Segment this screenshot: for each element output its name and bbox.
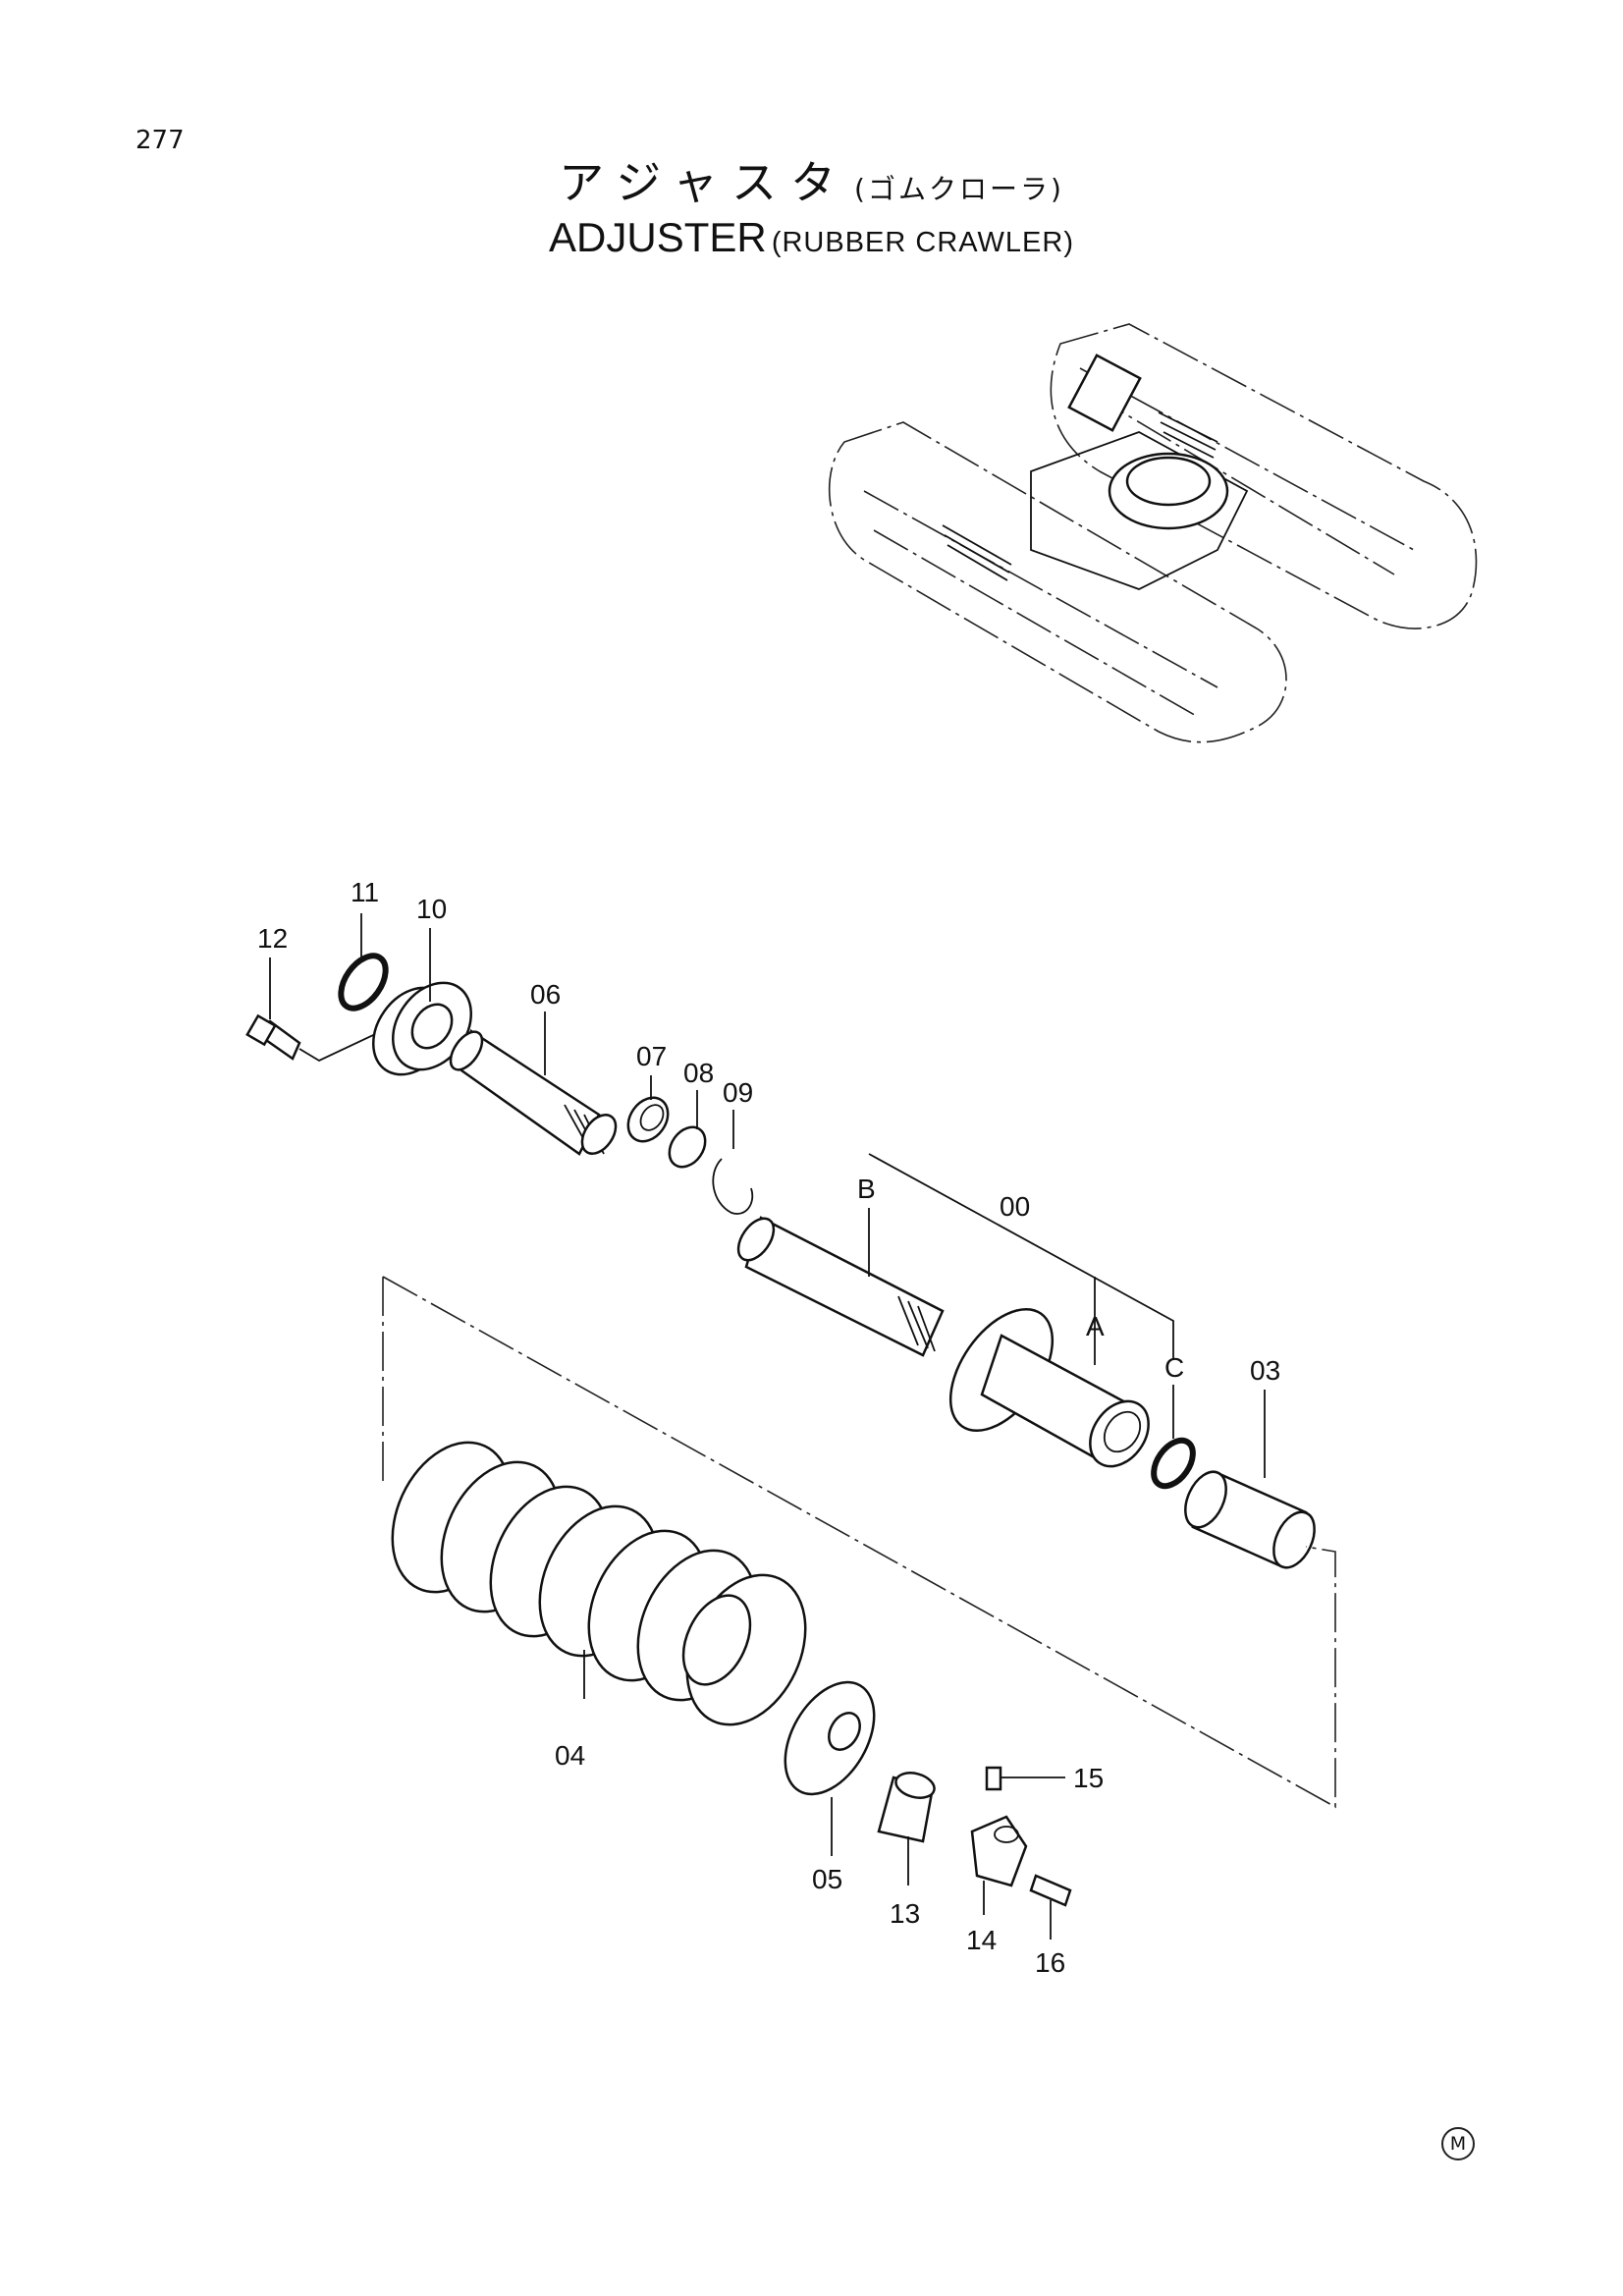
manufacturer-mark: M [1441, 2127, 1475, 2160]
callout-08: 08 [683, 1058, 714, 1088]
title-english-main: ADJUSTER [549, 214, 767, 260]
part-08-ring [668, 1125, 707, 1169]
part-14-nut [970, 1815, 1028, 1887]
title-japanese-main: アジャスタ [559, 156, 849, 209]
callout-14: 14 [966, 1925, 997, 1955]
callout-04: 04 [555, 1740, 585, 1771]
part-09-snap-ring [712, 1158, 754, 1215]
part-c-o-ring [1151, 1437, 1196, 1490]
part-12-bolt [245, 1013, 404, 1063]
title-english-sub: (RUBBER CRAWLER) [771, 227, 1074, 258]
title-japanese-sub: (ゴムクローラ) [854, 173, 1064, 205]
callout-11: 11 [351, 877, 379, 907]
title-english: ADJUSTER (RUBBER CRAWLER) [0, 214, 1623, 261]
title-japanese: アジャスタ (ゴムクローラ) [0, 147, 1623, 212]
callout-bracket-00 [868, 1153, 1174, 1360]
part-10-flange [372, 981, 472, 1076]
overview-spring-front [942, 524, 1012, 581]
callout-09: 09 [723, 1077, 753, 1108]
part-15-valve [985, 1766, 1002, 1791]
part-06-rod [449, 1028, 618, 1156]
overview-spring-rear [1158, 411, 1218, 459]
part-05-spring-guide [784, 1680, 876, 1796]
part-00-cylinder-assembly [736, 1216, 1150, 1468]
part-04-spring [391, 1441, 807, 1726]
part-13-collar [877, 1772, 936, 1843]
assembly-chain-line [382, 1276, 1336, 1809]
undercarriage-overview [828, 323, 1478, 743]
callout-10: 10 [416, 894, 447, 924]
callout-07: 07 [636, 1041, 667, 1071]
callout-b: B [857, 1174, 876, 1204]
part-07-collar [626, 1096, 670, 1143]
callout-16: 16 [1035, 1947, 1065, 1978]
callout-c: C [1164, 1352, 1184, 1383]
callout-a: A [1086, 1311, 1105, 1341]
callout-05: 05 [812, 1864, 842, 1894]
part-16-grease-nipple [1029, 1874, 1072, 1907]
callout-15: 15 [1073, 1763, 1104, 1793]
page-number: 277 [135, 126, 185, 155]
callout-03: 03 [1250, 1355, 1280, 1386]
leader-lines [269, 913, 1266, 1940]
callout-06: 06 [530, 979, 561, 1010]
part-03-bushing [1184, 1470, 1316, 1569]
callout-12: 12 [257, 923, 288, 954]
part-11-o-ring [338, 953, 389, 1011]
callout-00: 00 [1000, 1191, 1030, 1222]
callout-13: 13 [890, 1898, 920, 1929]
